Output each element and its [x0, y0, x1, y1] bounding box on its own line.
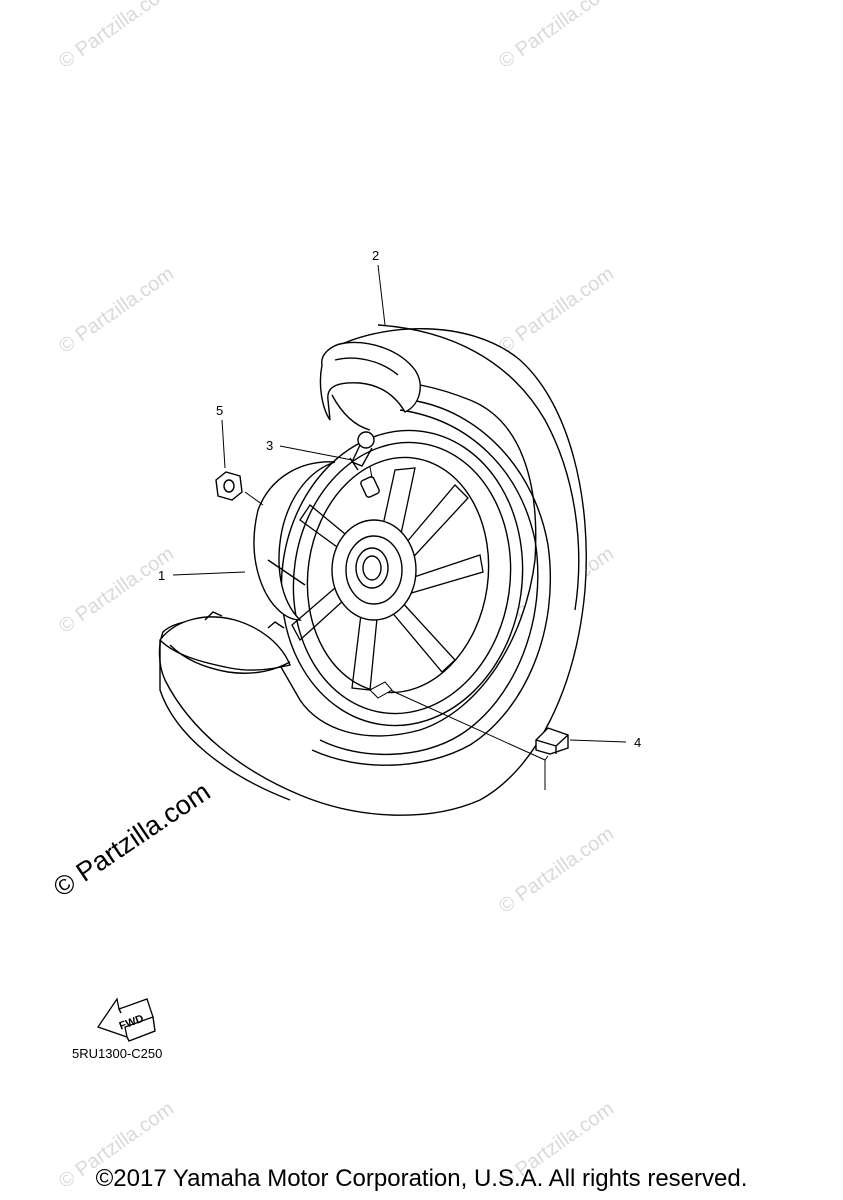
tire-outline [158, 328, 587, 816]
callout-2: 2 [372, 248, 380, 263]
leader-line-2 [377, 264, 386, 326]
leader-line-weight [389, 689, 546, 761]
callout-4: 4 [634, 735, 642, 750]
axle-nut [215, 471, 243, 501]
tire-cut-top [319, 341, 421, 421]
callout-3: 3 [266, 438, 274, 453]
balance-weight [535, 727, 569, 755]
fwd-arrow-icon [96, 997, 156, 1042]
callout-5: 5 [216, 403, 224, 418]
copyright-notice: ©2017 Yamaha Motor Corporation, U.S.A. A… [95, 1165, 748, 1192]
tire-cut-bottom [159, 616, 291, 671]
rim-spokes [291, 467, 484, 691]
leader-line-4 [569, 739, 627, 743]
callout-1: 1 [158, 568, 166, 583]
diagram-code: 5RU1300-C250 [72, 1046, 163, 1061]
leader-line-1 [172, 571, 246, 576]
leader-line-5 [221, 419, 226, 469]
leader-line-3 [279, 445, 353, 461]
